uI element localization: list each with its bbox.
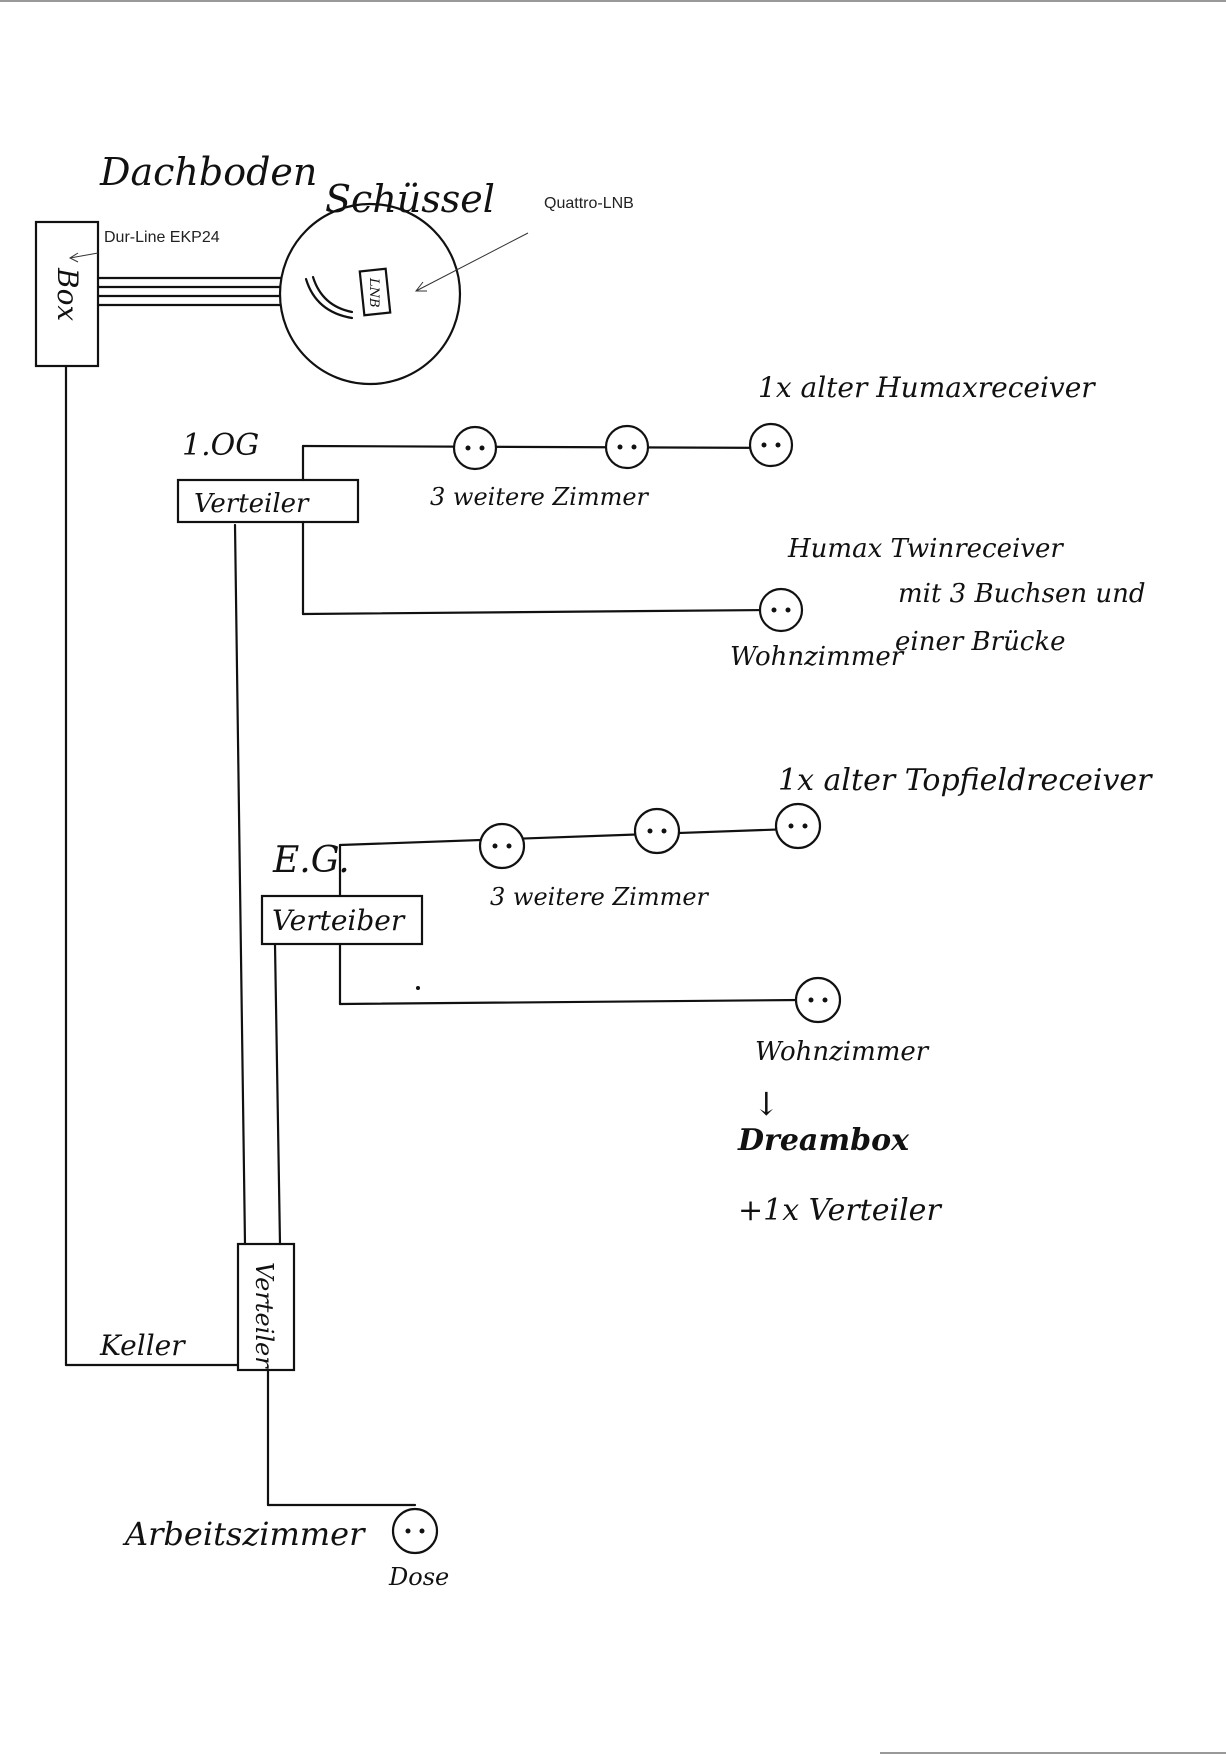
floor1-splitter-box [176,478,360,524]
lnb-short-label: LNB [366,277,381,308]
floor1-room-chain [301,444,792,450]
twin-receiver-line-3: einer Brücke [895,627,1066,657]
ground-living-label: Wohnzimmer [755,1037,930,1067]
lnb-unit [358,267,392,317]
socket-label: Dose [388,1563,449,1591]
ground-splitter-label: Verteiber [272,904,406,937]
twin-receiver-line-1: Humax Twinreceiver [787,534,1064,564]
office-socket [391,1507,439,1555]
multiswitch-box [34,220,100,368]
floor1-living-label: Wohnzimmer [730,642,905,672]
floor1-receiver-label: 1x alter Humaxreceiver [758,371,1096,404]
attic-label: Dachboden [99,150,317,194]
floor1-splitter-label: Verteiler [194,489,310,519]
lnb-pointer-arrowhead [414,281,427,292]
ground-rooms-label: 3 weitere Zimmer [490,883,710,911]
ground-splitter-box [260,894,424,946]
ground-room-chain [338,826,822,847]
floor1-rooms-label: 3 weitere Zimmer [430,483,650,511]
cellar-splitter-label: Verteiler [250,1262,278,1369]
down-arrow: ↓ [753,1085,780,1123]
floor1-socket-1 [452,425,498,471]
dreambox-label: Dreambox [737,1123,910,1158]
ground-living-socket [794,976,842,1024]
lnb-model-label: Quattro-LNB [544,195,634,212]
dish-reflector-arc-2 [304,277,354,320]
ground-floor-label: E.G. [272,840,350,881]
ground-socket-3 [774,802,822,850]
cellar-label: Keller [99,1329,186,1362]
ground-socket-1 [478,822,526,870]
riser-to-ground [273,943,282,1246]
floor1-label: 1.OG [182,428,259,463]
ground-socket-2 [633,807,681,855]
switch-pointer-arrow [69,252,99,259]
twin-receiver-line-2: mit 3 Buchsen und [898,579,1146,609]
ground-living-cable [338,998,802,1006]
office-label: Arbeitszimmer [122,1515,366,1553]
lnb-pointer-arrow [415,232,529,292]
extra-splitter-label: +1x Verteiler [738,1193,942,1228]
riser-to-floor1 [233,523,247,1246]
dish-reflector-arc [311,275,354,314]
switch-model-label: Dur-Line EKP24 [104,229,220,246]
ground-receiver-label: 1x alter Topfieldreceiver [778,763,1153,798]
stray-mark [416,986,420,990]
dish-label: Schüssel [325,177,495,221]
floor1-living-socket [758,587,804,633]
floor1-socket-2 [604,424,650,470]
switch-pointer-arrowhead [68,252,79,263]
box-label: Box [51,267,84,321]
floor1-living-cable [301,608,772,616]
cellar-splitter-box [236,1242,296,1372]
floor1-socket-3 [748,422,794,468]
